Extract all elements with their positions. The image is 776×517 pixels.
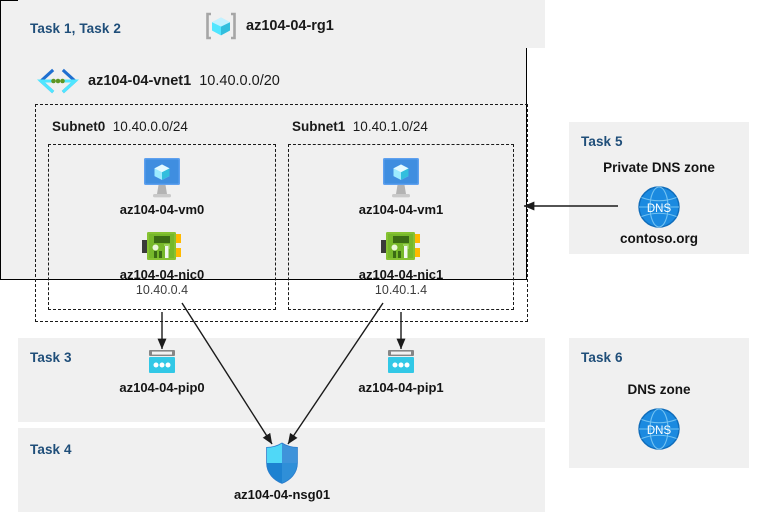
public-ip-icon bbox=[82, 348, 242, 378]
vm1-node: az104-04-vm1 bbox=[321, 156, 481, 218]
pip0-label: az104-04-pip0 bbox=[119, 380, 205, 395]
subnet1-title: Subnet1 10.40.1.0/24 bbox=[292, 119, 428, 134]
dns-zone-icon: DNS bbox=[579, 184, 739, 230]
nsg-label: az104-04-nsg01 bbox=[233, 487, 331, 502]
dns-zone-node: DNS bbox=[579, 406, 739, 452]
public-ip-icon bbox=[321, 348, 481, 378]
dns-zone-icon: DNS bbox=[579, 406, 739, 452]
resource-group-header-panel bbox=[18, 0, 545, 48]
subnet1-name: Subnet1 bbox=[292, 119, 346, 134]
nic1-private-ip: 10.40.1.4 bbox=[374, 283, 428, 297]
task-label-5: Task 5 bbox=[581, 134, 623, 149]
svg-text:DNS: DNS bbox=[647, 425, 672, 437]
nic0-node: az104-04-nic0 10.40.0.4 bbox=[82, 229, 242, 298]
nic1-label: az104-04-nic1 bbox=[358, 267, 444, 282]
resource-group-name: az104-04-rg1 bbox=[246, 18, 334, 34]
vnet-header-text: az104-04-vnet1 10.40.0.0/20 bbox=[88, 73, 280, 89]
private-dns-zone-node: DNS bbox=[579, 184, 739, 230]
vnet-name: az104-04-vnet1 bbox=[88, 73, 192, 89]
nsg-node: az104-04-nsg01 bbox=[202, 441, 362, 503]
nic0-label: az104-04-nic0 bbox=[119, 267, 205, 282]
resource-group-name-text: az104-04-rg1 bbox=[246, 18, 334, 34]
resource-group-header: az104-04-rg1 bbox=[205, 11, 334, 41]
subnet0-box bbox=[48, 144, 276, 310]
subnet0-cidr: 10.40.0.0/24 bbox=[112, 119, 188, 134]
task-label-3: Task 3 bbox=[30, 350, 72, 365]
vm0-node: az104-04-vm0 bbox=[82, 156, 242, 218]
svg-text:DNS: DNS bbox=[647, 203, 672, 215]
pip1-label: az104-04-pip1 bbox=[358, 380, 444, 395]
subnet0-name: Subnet0 bbox=[52, 119, 106, 134]
network-interface-icon bbox=[321, 229, 481, 265]
nic1-node: az104-04-nic1 10.40.1.4 bbox=[321, 229, 481, 298]
subnets-dashed-container bbox=[35, 104, 528, 322]
task-label-6: Task 6 bbox=[581, 350, 623, 365]
virtual-machine-icon bbox=[82, 156, 242, 200]
private-dns-zone-title: Private DNS zone bbox=[603, 160, 715, 175]
task-label-4: Task 4 bbox=[30, 442, 72, 457]
pip1-node: az104-04-pip1 bbox=[321, 348, 481, 396]
private-dns-zone-name: contoso.org bbox=[620, 231, 698, 246]
subnet0-title: Subnet0 10.40.0.0/24 bbox=[52, 119, 188, 134]
task-label-1-2: Task 1, Task 2 bbox=[30, 21, 121, 36]
vnet-header: az104-04-vnet1 10.40.0.0/20 bbox=[37, 68, 280, 94]
virtual-machine-icon bbox=[321, 156, 481, 200]
vnet-address-space: 10.40.0.0/20 bbox=[199, 73, 280, 89]
virtual-network-icon bbox=[37, 68, 79, 94]
network-security-group-icon bbox=[202, 441, 362, 485]
dns-zone-title: DNS zone bbox=[627, 382, 691, 397]
resource-group-icon bbox=[205, 11, 237, 41]
subnet1-cidr: 10.40.1.0/24 bbox=[352, 119, 428, 134]
nic0-private-ip: 10.40.0.4 bbox=[135, 283, 189, 297]
subnet1-box bbox=[288, 144, 514, 310]
network-interface-icon bbox=[82, 229, 242, 265]
vm1-label: az104-04-vm1 bbox=[358, 202, 444, 217]
pip0-node: az104-04-pip0 bbox=[82, 348, 242, 396]
public-ip-panel bbox=[18, 338, 545, 422]
vm0-label: az104-04-vm0 bbox=[119, 202, 205, 217]
